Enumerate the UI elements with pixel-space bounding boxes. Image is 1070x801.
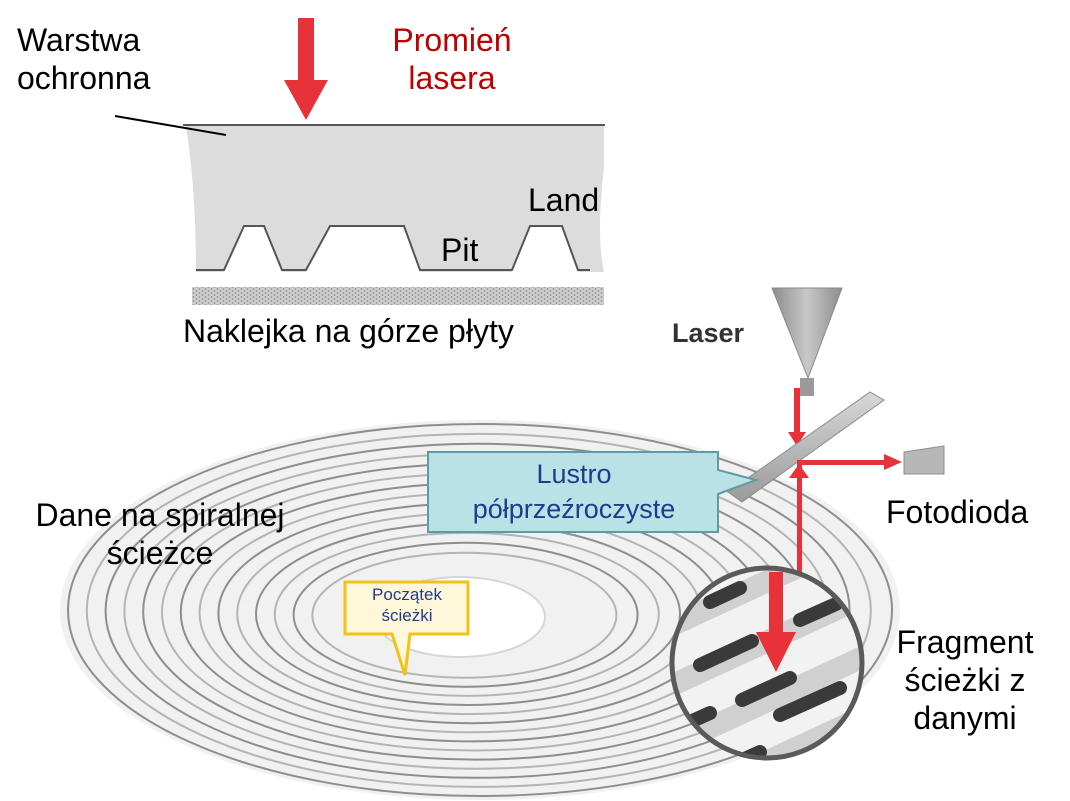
protective-layer-label: Warstwa ochronna: [17, 22, 151, 96]
pit-label: Pit: [441, 232, 479, 268]
protective-layer-pointer: [114, 115, 227, 136]
beam-from-laser: [788, 388, 806, 446]
incident-laser-arrow: [284, 18, 328, 120]
photodiode: [903, 445, 945, 475]
track-start-label: Początek ścieżki: [372, 585, 442, 625]
label-layer: [192, 287, 604, 305]
disc-cross-section: [114, 115, 605, 305]
polycarbonate-layer: [186, 126, 604, 272]
track-start-callout: [343, 580, 470, 676]
spiral-data-label: Dane na spiralnej ścieżce: [35, 497, 285, 571]
photodiode-label: Fotodioda: [886, 494, 1029, 530]
label-side-caption: Naklejka na górze płyty: [183, 313, 514, 349]
beam-to-photodiode: [789, 454, 902, 572]
mirror-callout: [427, 451, 760, 533]
track-ring: [104, 442, 851, 779]
track-ring: [67, 423, 893, 797]
track-ring: [311, 551, 618, 679]
laser-device: [771, 287, 843, 396]
mirror-label: Lustro półprzeźroczyste: [472, 459, 676, 525]
track-ring: [292, 541, 639, 688]
pit-land-profile: [196, 225, 590, 271]
track-fragment-label: Fragment ścieżki z danymi: [896, 624, 1034, 736]
laser-label: Laser: [672, 318, 745, 348]
beam-to-track: [756, 572, 796, 672]
land-label: Land: [528, 182, 600, 218]
laser-beam-label: Promień lasera: [392, 22, 512, 96]
half-mirror: [727, 391, 885, 503]
track-ring: [85, 432, 872, 788]
